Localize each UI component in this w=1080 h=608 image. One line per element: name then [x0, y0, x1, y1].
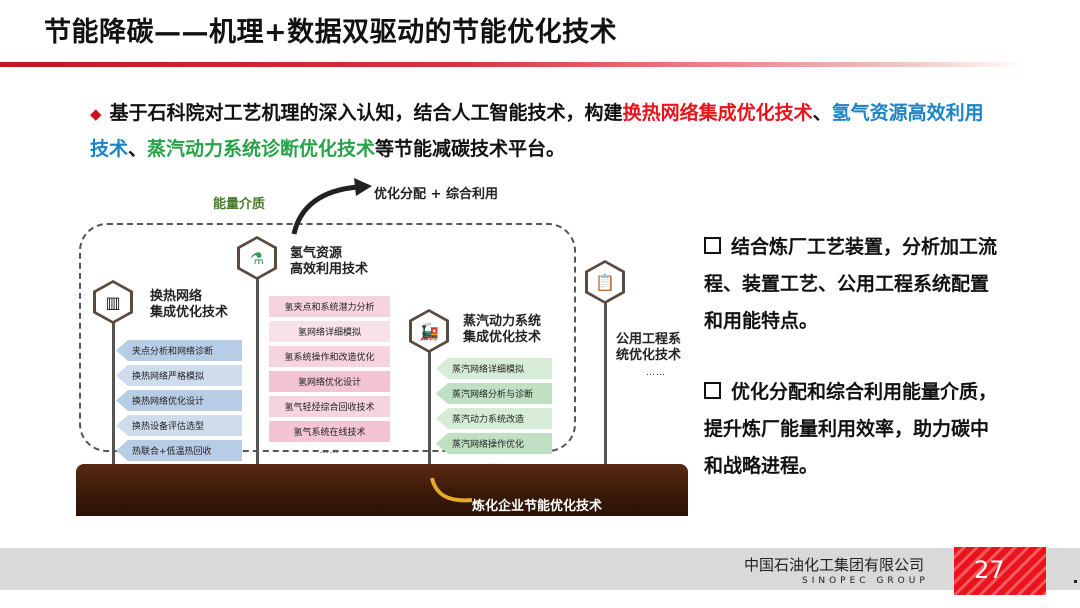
diamond-bullet-icon: ◆ [90, 105, 102, 123]
list-item: 热联合+低温热回收 [116, 440, 242, 461]
right-point-1: 结合炼厂工艺装置，分析加工流程、装置工艺、公用工程系统配置和用能特点。 [704, 229, 1004, 340]
checklist-icon: 📋 [595, 272, 615, 292]
node-stem [112, 302, 115, 470]
heat-network-title: 换热网络 集成优化技术 [150, 289, 229, 320]
right-point-2: 优化分配和综合利用能量介质，提升炼厂能量利用效率，助力碳中和战略进程。 [704, 374, 1004, 485]
node-stem [428, 342, 431, 470]
list-item: 氢气系统在线技术 [269, 421, 390, 442]
node-stem [604, 280, 607, 470]
ground-label: 炼化企业节能优化技术 [472, 499, 603, 514]
more-dots: …… [484, 458, 504, 468]
heat-exchanger-icon: ▥ [105, 292, 121, 312]
intro-tech-steam: 蒸汽动力系统诊断优化技术 [147, 138, 376, 160]
page-number-box [954, 547, 1046, 595]
list-item: 换热网络严格模拟 [116, 365, 242, 386]
heat-network-list: 夹点分析和网络诊断 换热网络严格模拟 换热网络优化设计 换热设备评估选型 热联合… [116, 340, 242, 475]
energy-medium-label: 能量介质 [213, 197, 266, 212]
right-point-text: 优化分配和综合利用能量介质，提升炼厂能量利用效率，助力碳中和战略进程。 [704, 381, 998, 477]
hydrogen-title: 氢气资源 高效利用技术 [290, 246, 369, 277]
company-name-cn: 中国石油化工集团有限公司 [744, 556, 925, 574]
ground-base [76, 464, 688, 516]
list-item: 换热设备评估选型 [116, 415, 242, 436]
energy-medium-boundary [79, 223, 576, 452]
checkbox-square-icon [704, 382, 721, 399]
list-item: 氢夹点和系统潜力分析 [269, 296, 390, 317]
steam-train-icon: 🚂 [419, 321, 439, 341]
list-item: 氢网络优化设计 [269, 371, 390, 392]
list-item: 氢网络详细模拟 [269, 321, 390, 342]
list-item: 氢气轻烃综合回收技术 [269, 396, 390, 417]
steam-node: 🚂 [409, 309, 449, 353]
intro-tech-heat-network: 换热网络集成优化技术 [622, 102, 813, 124]
node-stem [256, 260, 259, 470]
company-name-en: SINOPEC GROUP [802, 576, 929, 586]
list-item: 换热网络优化设计 [116, 390, 242, 411]
utility-node: 📋 [585, 260, 625, 304]
root-link-icon [430, 477, 473, 503]
intro-paragraph: ◆基于石科院对工艺机理的深入认知，结合人工智能技术，构建换热网络集成优化技术、氢… [90, 96, 990, 167]
intro-separator: 、 [128, 138, 148, 160]
title-underline [0, 62, 1030, 67]
intro-separator: 、 [812, 102, 832, 124]
page-number: 27 [974, 556, 1005, 584]
list-item: 蒸汽网络操作优化 [436, 433, 552, 454]
more-dots: …… [319, 446, 340, 456]
page-title: 节能降碳——机理+数据双驱动的节能优化技术 [44, 17, 618, 48]
intro-tech-hydrogen: 氢气资源高效利用技术 [90, 102, 984, 160]
checkbox-square-icon [704, 237, 721, 254]
footer-bar [0, 548, 1080, 590]
steam-list: 蒸汽网络详细模拟 蒸汽网络分析与诊断 蒸汽动力系统改造 蒸汽网络操作优化 …… [436, 358, 552, 468]
heat-network-node: ▥ [93, 280, 133, 324]
right-point-text: 结合炼厂工艺装置，分析加工流程、装置工艺、公用工程系统配置和用能特点。 [704, 236, 998, 332]
curved-arrow-icon [291, 178, 372, 235]
list-item: 蒸汽网络详细模拟 [436, 358, 552, 379]
list-item: 夹点分析和网络诊断 [116, 340, 242, 361]
more-dots: …… [646, 368, 666, 378]
utility-title: 公用工程系 统优化技术 [616, 332, 682, 363]
optimize-label: 优化分配 + 综合利用 [374, 187, 498, 202]
list-item: 蒸汽网络分析与诊断 [436, 383, 552, 404]
steam-title: 蒸汽动力系统 集成优化技术 [463, 314, 542, 345]
list-item: 氢系统操作和改造优化 [269, 346, 390, 367]
corner-dot [1074, 580, 1077, 583]
intro-text-1: 基于石科院对工艺机理的深入认知，结合人工智能技术，构建 [109, 102, 623, 124]
list-item: 蒸汽动力系统改造 [436, 408, 552, 429]
hydrogen-list: 氢夹点和系统潜力分析 氢网络详细模拟 氢系统操作和改造优化 氢网络优化设计 氢气… [269, 296, 390, 456]
lab-flask-icon: ⚗ [249, 248, 265, 268]
intro-text-2: 等节能减碳技术平台。 [375, 138, 566, 160]
energy-tech-diagram: 能量介质 优化分配 + 综合利用 ▥ 换热网络 集成优化技术 夹点分析和网络诊断… [76, 176, 688, 516]
